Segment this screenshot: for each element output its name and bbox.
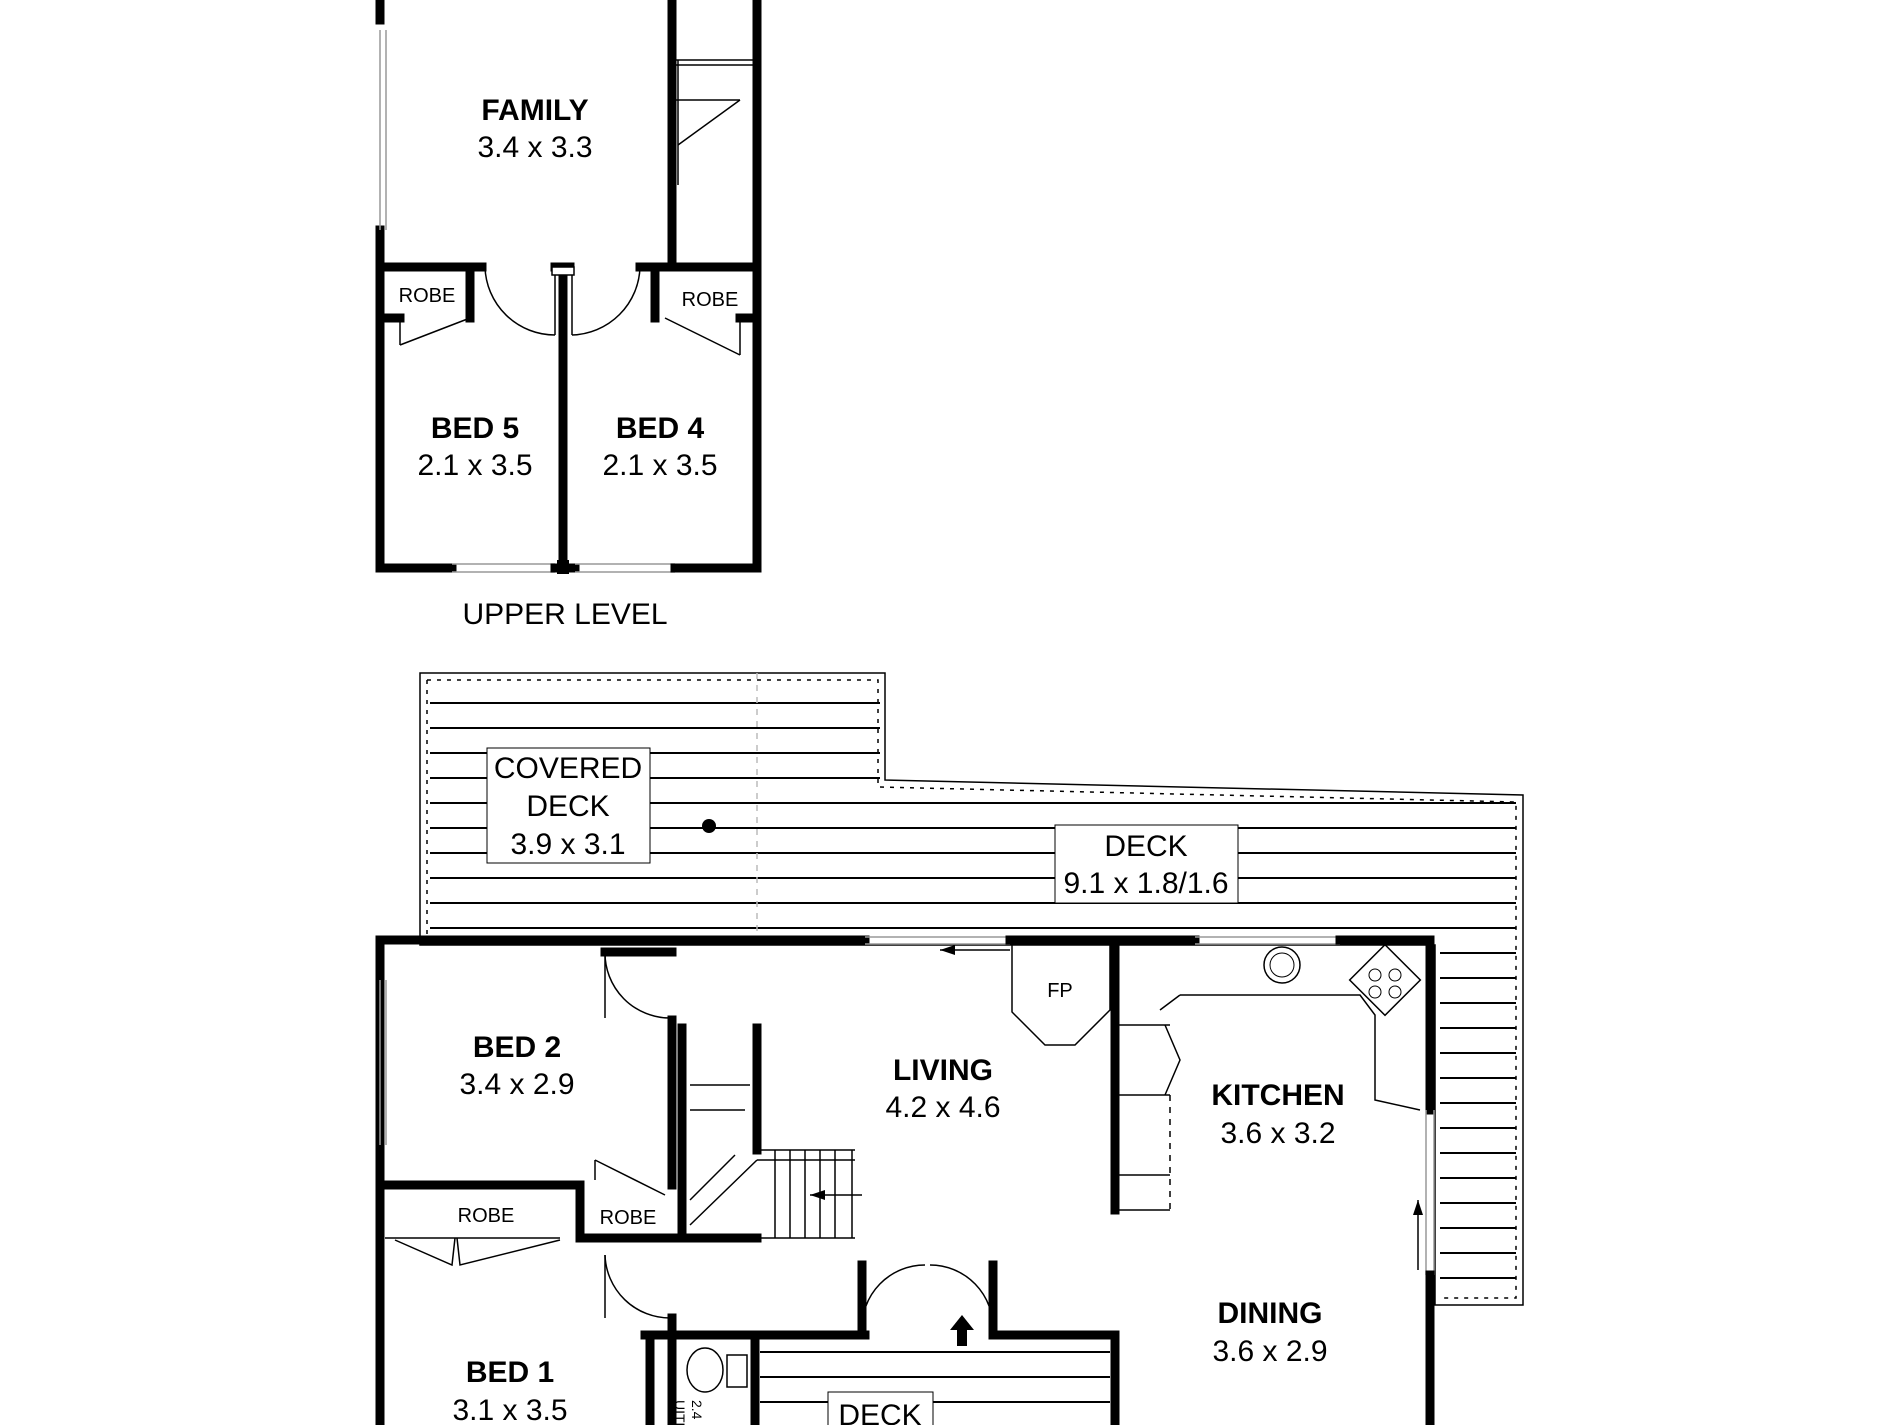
bed5-label: BED 5 (431, 412, 519, 445)
kitchen-label: KITCHEN (1211, 1079, 1344, 1112)
dining-dimensions: 3.6 x 2.9 (1212, 1335, 1327, 1368)
robe-bed2-label: ROBE (600, 1207, 657, 1229)
living-label: LIVING (893, 1054, 993, 1087)
bed4-label: BED 4 (616, 412, 705, 445)
robe-bed5-label: ROBE (399, 285, 456, 307)
bed1-label: BED 1 (466, 1356, 554, 1389)
ensuite-label-1: UITE (672, 1400, 688, 1425)
covered-deck-label-2: DECK (526, 790, 609, 823)
bed2-label: BED 2 (473, 1031, 561, 1064)
upper-level-title: UPPER LEVEL (462, 598, 667, 631)
upper-level (375, 0, 762, 574)
dining-label: DINING (1218, 1297, 1323, 1330)
deck-dimensions: 9.1 x 1.8/1.6 (1063, 867, 1228, 900)
kitchen-dimensions: 3.6 x 3.2 (1220, 1117, 1335, 1150)
bed5-dimensions: 2.1 x 3.5 (417, 449, 532, 482)
fireplace-label: FP (1047, 980, 1073, 1002)
robe-bed1-label: ROBE (458, 1205, 515, 1227)
rear-deck (419, 672, 1524, 1306)
post-marker (702, 819, 716, 833)
ensuite-label-2: 2.4 (689, 1400, 705, 1420)
bed1-dimensions: 3.1 x 3.5 (452, 1394, 567, 1425)
robe-bed4-label: ROBE (682, 289, 739, 311)
deck-label: DECK (1104, 830, 1187, 863)
front-deck-label: DECK (838, 1399, 921, 1425)
covered-deck-label-1: COVERED (494, 752, 642, 785)
family-dimensions: 3.4 x 3.3 (477, 131, 592, 164)
bed4-dimensions: 2.1 x 3.5 (602, 449, 717, 482)
lower-level (375, 935, 1435, 1425)
living-dimensions: 4.2 x 4.6 (885, 1091, 1000, 1124)
bed2-dimensions: 3.4 x 2.9 (459, 1068, 574, 1101)
covered-deck-dimensions: 3.9 x 3.1 (510, 828, 625, 861)
family-label: FAMILY (481, 94, 588, 127)
